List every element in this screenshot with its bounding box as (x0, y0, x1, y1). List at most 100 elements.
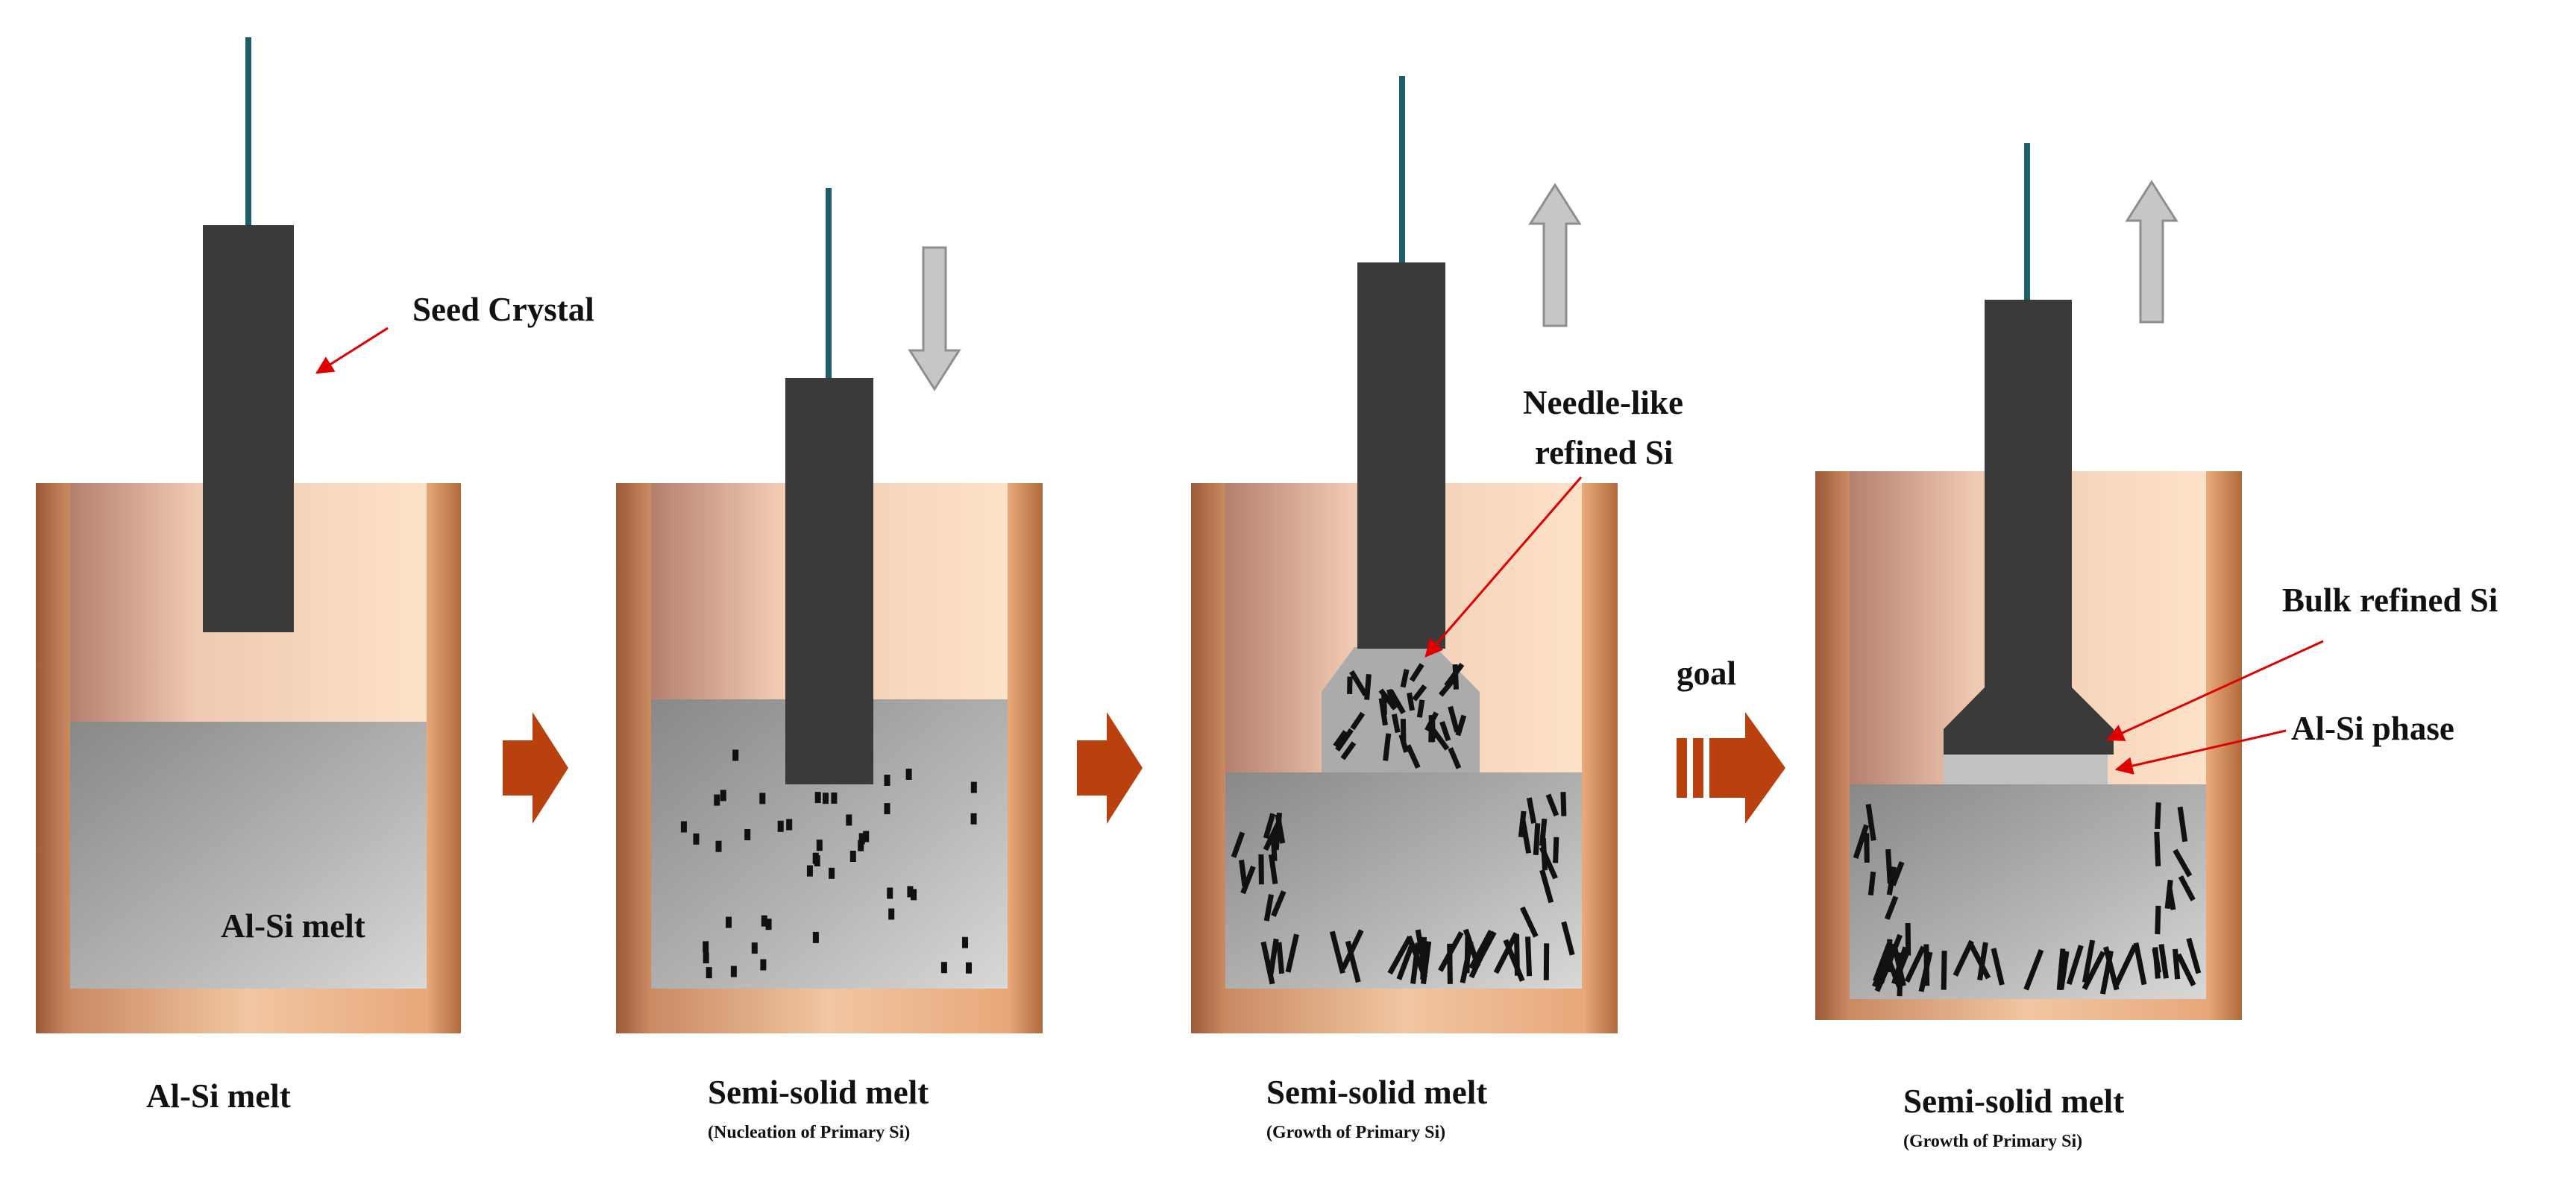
si-nucleus (715, 840, 722, 852)
si-needle (1405, 744, 1421, 769)
si-nucleus (863, 831, 870, 843)
si-needle (2173, 848, 2193, 878)
si-nucleus (846, 814, 852, 826)
si-nucleus (829, 867, 835, 879)
si-needle (2082, 939, 2096, 983)
si-nucleus (751, 942, 758, 954)
si-needle (1879, 943, 1897, 984)
si-needle (1890, 861, 1905, 886)
si-needle (1340, 741, 1357, 760)
si-nucleus (940, 962, 947, 974)
si-needle (1539, 818, 1548, 846)
si-needle (1968, 943, 1991, 980)
primary-si-nuclei (680, 749, 977, 979)
si-needle (1407, 692, 1415, 711)
si-nucleus (887, 887, 893, 899)
si-nucleus (970, 813, 977, 825)
si-nucleus (858, 840, 864, 851)
si-nucleus (823, 793, 829, 804)
si-needle (1391, 714, 1401, 734)
si-needle (2082, 951, 2106, 990)
si-needle (2167, 886, 2176, 910)
melt-label: Al-Si melt (221, 907, 365, 945)
si-needle (2066, 945, 2084, 986)
panel-2-nucleation: Semi-solid melt (Nucleation of Primary S… (616, 188, 1043, 1142)
si-nucleus (884, 775, 890, 786)
si-needle (1424, 711, 1439, 732)
si-needle (2177, 806, 2188, 843)
si-nucleus (962, 936, 968, 948)
si-nucleus (905, 768, 912, 780)
si-needle (1525, 936, 1533, 977)
si-nucleus (765, 919, 772, 930)
si-nucleus (777, 820, 784, 832)
si-needle (1268, 854, 1278, 884)
si-needle (1263, 894, 1274, 922)
si-nucleus (693, 833, 700, 845)
si-nucleus (726, 916, 732, 928)
si-nucleus (706, 967, 712, 979)
si-needle (1560, 792, 1567, 816)
si-needle (1387, 936, 1413, 975)
si-needle (2178, 875, 2196, 901)
si-needle (1455, 714, 1467, 737)
si-needle (1364, 674, 1372, 700)
si-needle (1884, 895, 1899, 920)
si-needle (2133, 942, 2147, 986)
si-nucleus (680, 821, 687, 833)
si-needle (1276, 942, 1285, 974)
si-nucleus (703, 952, 709, 964)
si-nucleus (812, 852, 819, 864)
si-needle (1271, 890, 1287, 917)
si-nucleus (816, 840, 823, 851)
si-needle (1439, 720, 1451, 742)
si-nucleus (720, 790, 726, 801)
bulk-label: Bulk refined Si (2282, 582, 2498, 619)
si-needle (1519, 906, 1539, 938)
si-needle (1514, 933, 1520, 976)
si-nucleus (714, 794, 720, 806)
down-arrow (908, 246, 961, 391)
up-arrow (2125, 180, 2178, 324)
goal-arrow-body (1709, 712, 1785, 824)
melt (70, 722, 427, 989)
si-needle (1340, 929, 1364, 970)
si-nucleus (849, 851, 856, 862)
goal-arrow-stripe (1693, 738, 1703, 798)
si-nucleus (806, 865, 813, 877)
panel-4-subtitle: (Growth of Primary Si) (1903, 1132, 2082, 1151)
si-needle (2058, 951, 2070, 990)
melt (1850, 784, 2206, 999)
primary-si-needles (1231, 792, 1575, 985)
si-needle (1468, 942, 1490, 979)
goal-arrow: goal (1677, 655, 1785, 824)
bulk-refined-si (1944, 300, 2114, 755)
si-needle (1420, 936, 1427, 980)
panel-3-subtitle: (Growth of Primary Si) (1266, 1123, 1445, 1142)
si-needle (1349, 670, 1368, 696)
si-needle (1231, 831, 1245, 858)
si-nucleus (814, 792, 821, 804)
si-needle (1867, 871, 1876, 896)
seed-crystal (203, 225, 294, 632)
si-nucleus (831, 792, 838, 804)
si-needle (1270, 835, 1278, 861)
si-nucleus (966, 962, 972, 974)
si-nucleus (786, 819, 793, 831)
seed-crystal (785, 378, 873, 784)
flow-arrow-1 (503, 712, 568, 824)
si-nucleus (759, 793, 766, 804)
si-needle (2186, 937, 2202, 974)
si-needle (1533, 823, 1541, 856)
flow-arrow-2 (1077, 712, 1143, 824)
si-needle (1865, 804, 1876, 841)
si-needle (1240, 866, 1256, 895)
al-si-phase-layer (1944, 755, 2108, 784)
si-needle (2099, 950, 2114, 995)
si-needle (1493, 932, 1519, 974)
si-nucleus (812, 931, 819, 943)
si-needle (1991, 948, 2005, 986)
si-needle (2023, 948, 2044, 991)
si-nucleus (911, 889, 917, 901)
panel-1-al-si-melt: Seed Crystal Al-Si melt Al-Si melt (36, 37, 594, 1115)
